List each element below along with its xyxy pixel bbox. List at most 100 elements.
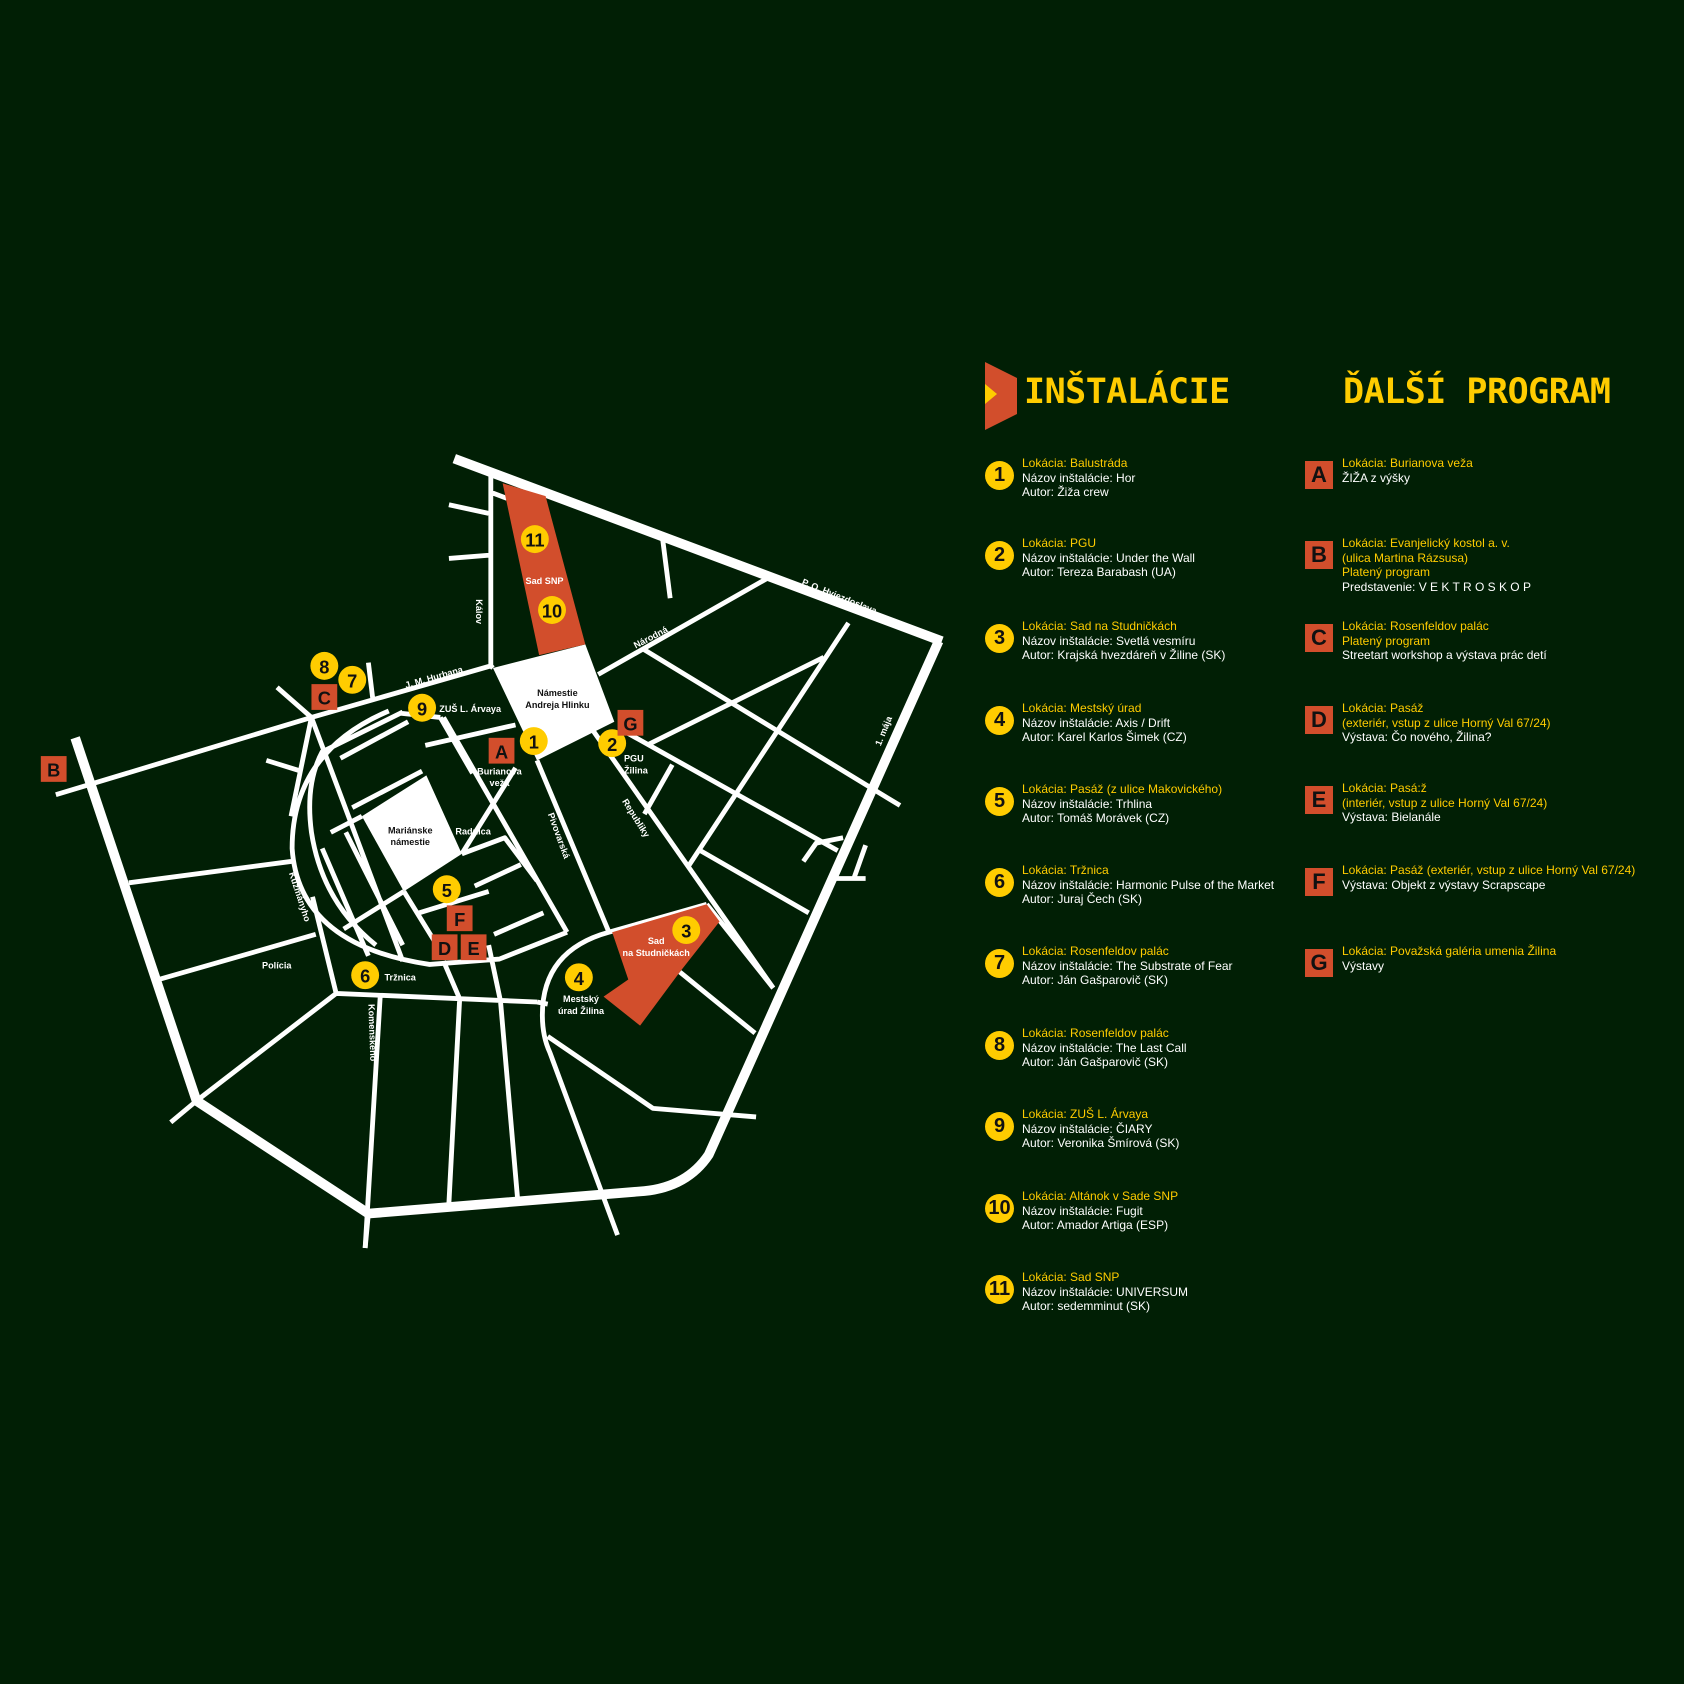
label-trznica: Tržnica	[384, 973, 416, 983]
map-marker-number: 10	[542, 601, 562, 622]
program-entry: Lokácia: Evanjelický kostol a. v.(ulica …	[1342, 536, 1531, 594]
entry-detail: Autor: sedemminut (SK)	[1022, 1299, 1151, 1313]
entry-location: Lokácia: Považská galéria umenia Žilina	[1342, 944, 1557, 958]
sad-na-studnickach-park	[603, 904, 720, 1026]
entry-location: Lokácia: Rosenfeldov palác	[1022, 1026, 1169, 1040]
entry-detail: Autor: Krajská hvezdáreň v Žiline (SK)	[1022, 648, 1226, 662]
installation-number-badge: 1	[985, 461, 1014, 490]
entry-detail: Streetart workshop a výstava prác detí	[1342, 648, 1547, 662]
entry-location: Lokácia: PGU	[1022, 536, 1097, 550]
program-letter-badge: F	[1305, 868, 1333, 896]
entry-detail: Názov inštalácie: Harmonic Pulse of the …	[1022, 877, 1275, 892]
program-title: ĎALŠÍ PROGRAM	[1343, 372, 1611, 412]
map-marker-installation[interactable]	[310, 651, 339, 680]
entry-detail: Autor: Žiža crew	[1022, 485, 1109, 499]
map-marker-installation[interactable]	[520, 525, 549, 554]
entry-location: Lokácia: Burianova veža	[1342, 456, 1473, 470]
map-marker-program[interactable]	[460, 934, 487, 961]
map-marker-letter: E	[468, 938, 480, 959]
label-sad-snp: Sad SNP	[526, 576, 564, 586]
entry-detail: Názov inštalácie: ČIARY	[1022, 1121, 1153, 1136]
map-marker-program[interactable]	[446, 905, 473, 932]
map-marker-installation[interactable]	[519, 727, 548, 756]
entry-location: Lokácia: Tržnica	[1022, 863, 1109, 877]
entry-detail: Predstavenie: V E K T R O S K O P	[1342, 579, 1531, 594]
label-policia: Polícia	[262, 961, 292, 971]
program-letter-badge: G	[1305, 949, 1333, 977]
hlinku-square-area	[492, 644, 615, 761]
entry-location: Lokácia: Pasáž	[1342, 701, 1424, 715]
entry-location: (interiér, vstup z ulice Horný Val 67/24…	[1342, 795, 1548, 810]
map-marker-number: 4	[574, 968, 585, 989]
map-marker-letter: F	[454, 909, 465, 930]
map-marker-number: 8	[319, 656, 329, 677]
entry-detail: Názov inštalácie: Trhlina	[1022, 796, 1153, 811]
map-marker-number: 11	[525, 530, 544, 551]
installation-number-badge: 9	[985, 1112, 1014, 1141]
map-marker-program[interactable]	[311, 684, 338, 710]
sad-snp-park	[502, 483, 586, 656]
installation-number-badge: 4	[985, 706, 1014, 735]
map-marker-letter: B	[47, 760, 60, 781]
installation-number-badge: 3	[985, 624, 1014, 653]
entry-location: Lokácia: Balustráda	[1022, 456, 1128, 470]
entry-detail: Autor: Amador Artiga (ESP)	[1022, 1218, 1169, 1232]
program-entry: Lokácia: Pasá:ž(interiér, vstup z ulice …	[1342, 781, 1547, 825]
street-komenskeho: Komenského	[366, 1004, 378, 1062]
entry-location: Lokácia: Sad na Studničkách	[1022, 619, 1177, 633]
installation-number-badge: 2	[985, 541, 1014, 570]
map-marker-program[interactable]	[617, 709, 644, 736]
map-marker-installation[interactable]	[598, 729, 627, 758]
entry-location: Lokácia: Pasáž (exteriér, vstup z ulice …	[1342, 863, 1636, 877]
label-zus: ZUŠ L. Árvaya	[439, 703, 502, 714]
entry-detail: Názov inštalácie: UNIVERSUM	[1022, 1284, 1189, 1299]
entry-location: Lokácia: Evanjelický kostol a. v.	[1342, 536, 1510, 550]
map-marker-letter: A	[495, 741, 508, 762]
entry-location: Lokácia: Pasáž (z ulice Makovického)	[1022, 782, 1223, 796]
play-logo-icon	[985, 362, 1017, 430]
entry-location: Platený program	[1342, 565, 1431, 579]
map-marker-installation[interactable]	[432, 875, 461, 904]
map-marker-installation[interactable]	[564, 963, 593, 992]
map-marker-installation[interactable]	[538, 596, 566, 624]
entry-detail: Názov inštalácie: Hor	[1022, 470, 1136, 485]
map-marker-installation[interactable]	[408, 693, 437, 722]
map-marker-number: 9	[417, 698, 427, 719]
installations-title: INŠTALÁCIE	[1024, 372, 1230, 412]
map-marker-letter: G	[623, 713, 637, 734]
entry-location: Platený program	[1342, 633, 1431, 648]
program-entry: Lokácia: Pasáž (exteriér, vstup z ulice …	[1342, 863, 1635, 892]
map-marker-program[interactable]	[488, 737, 515, 764]
installation-number-badge: 7	[985, 949, 1014, 978]
entry-detail: Názov inštalácie: Fugit	[1022, 1203, 1143, 1218]
map-marker-installation[interactable]	[338, 665, 367, 694]
map-marker-number: 5	[442, 880, 452, 901]
entry-detail: Autor: Ján Gašparovič (SK)	[1022, 973, 1169, 987]
installation-number-badge: 6	[985, 868, 1014, 897]
map-marker-program[interactable]	[40, 756, 67, 782]
map-marker-installation[interactable]	[672, 916, 701, 945]
entry-detail: Autor: Veronika Šmírová (SK)	[1022, 1136, 1180, 1150]
map-marker-installation[interactable]	[351, 961, 380, 990]
program-letter-badge: A	[1305, 461, 1333, 489]
entry-location: Lokácia: Pasá:ž	[1342, 781, 1427, 795]
map-marker-program[interactable]	[431, 934, 458, 961]
entry-location: (ulica Martina Rázsusa)	[1342, 550, 1469, 565]
map-marker-number: 3	[681, 921, 691, 942]
entry-detail: Výstava: Čo nového, Žilina?	[1342, 730, 1492, 744]
